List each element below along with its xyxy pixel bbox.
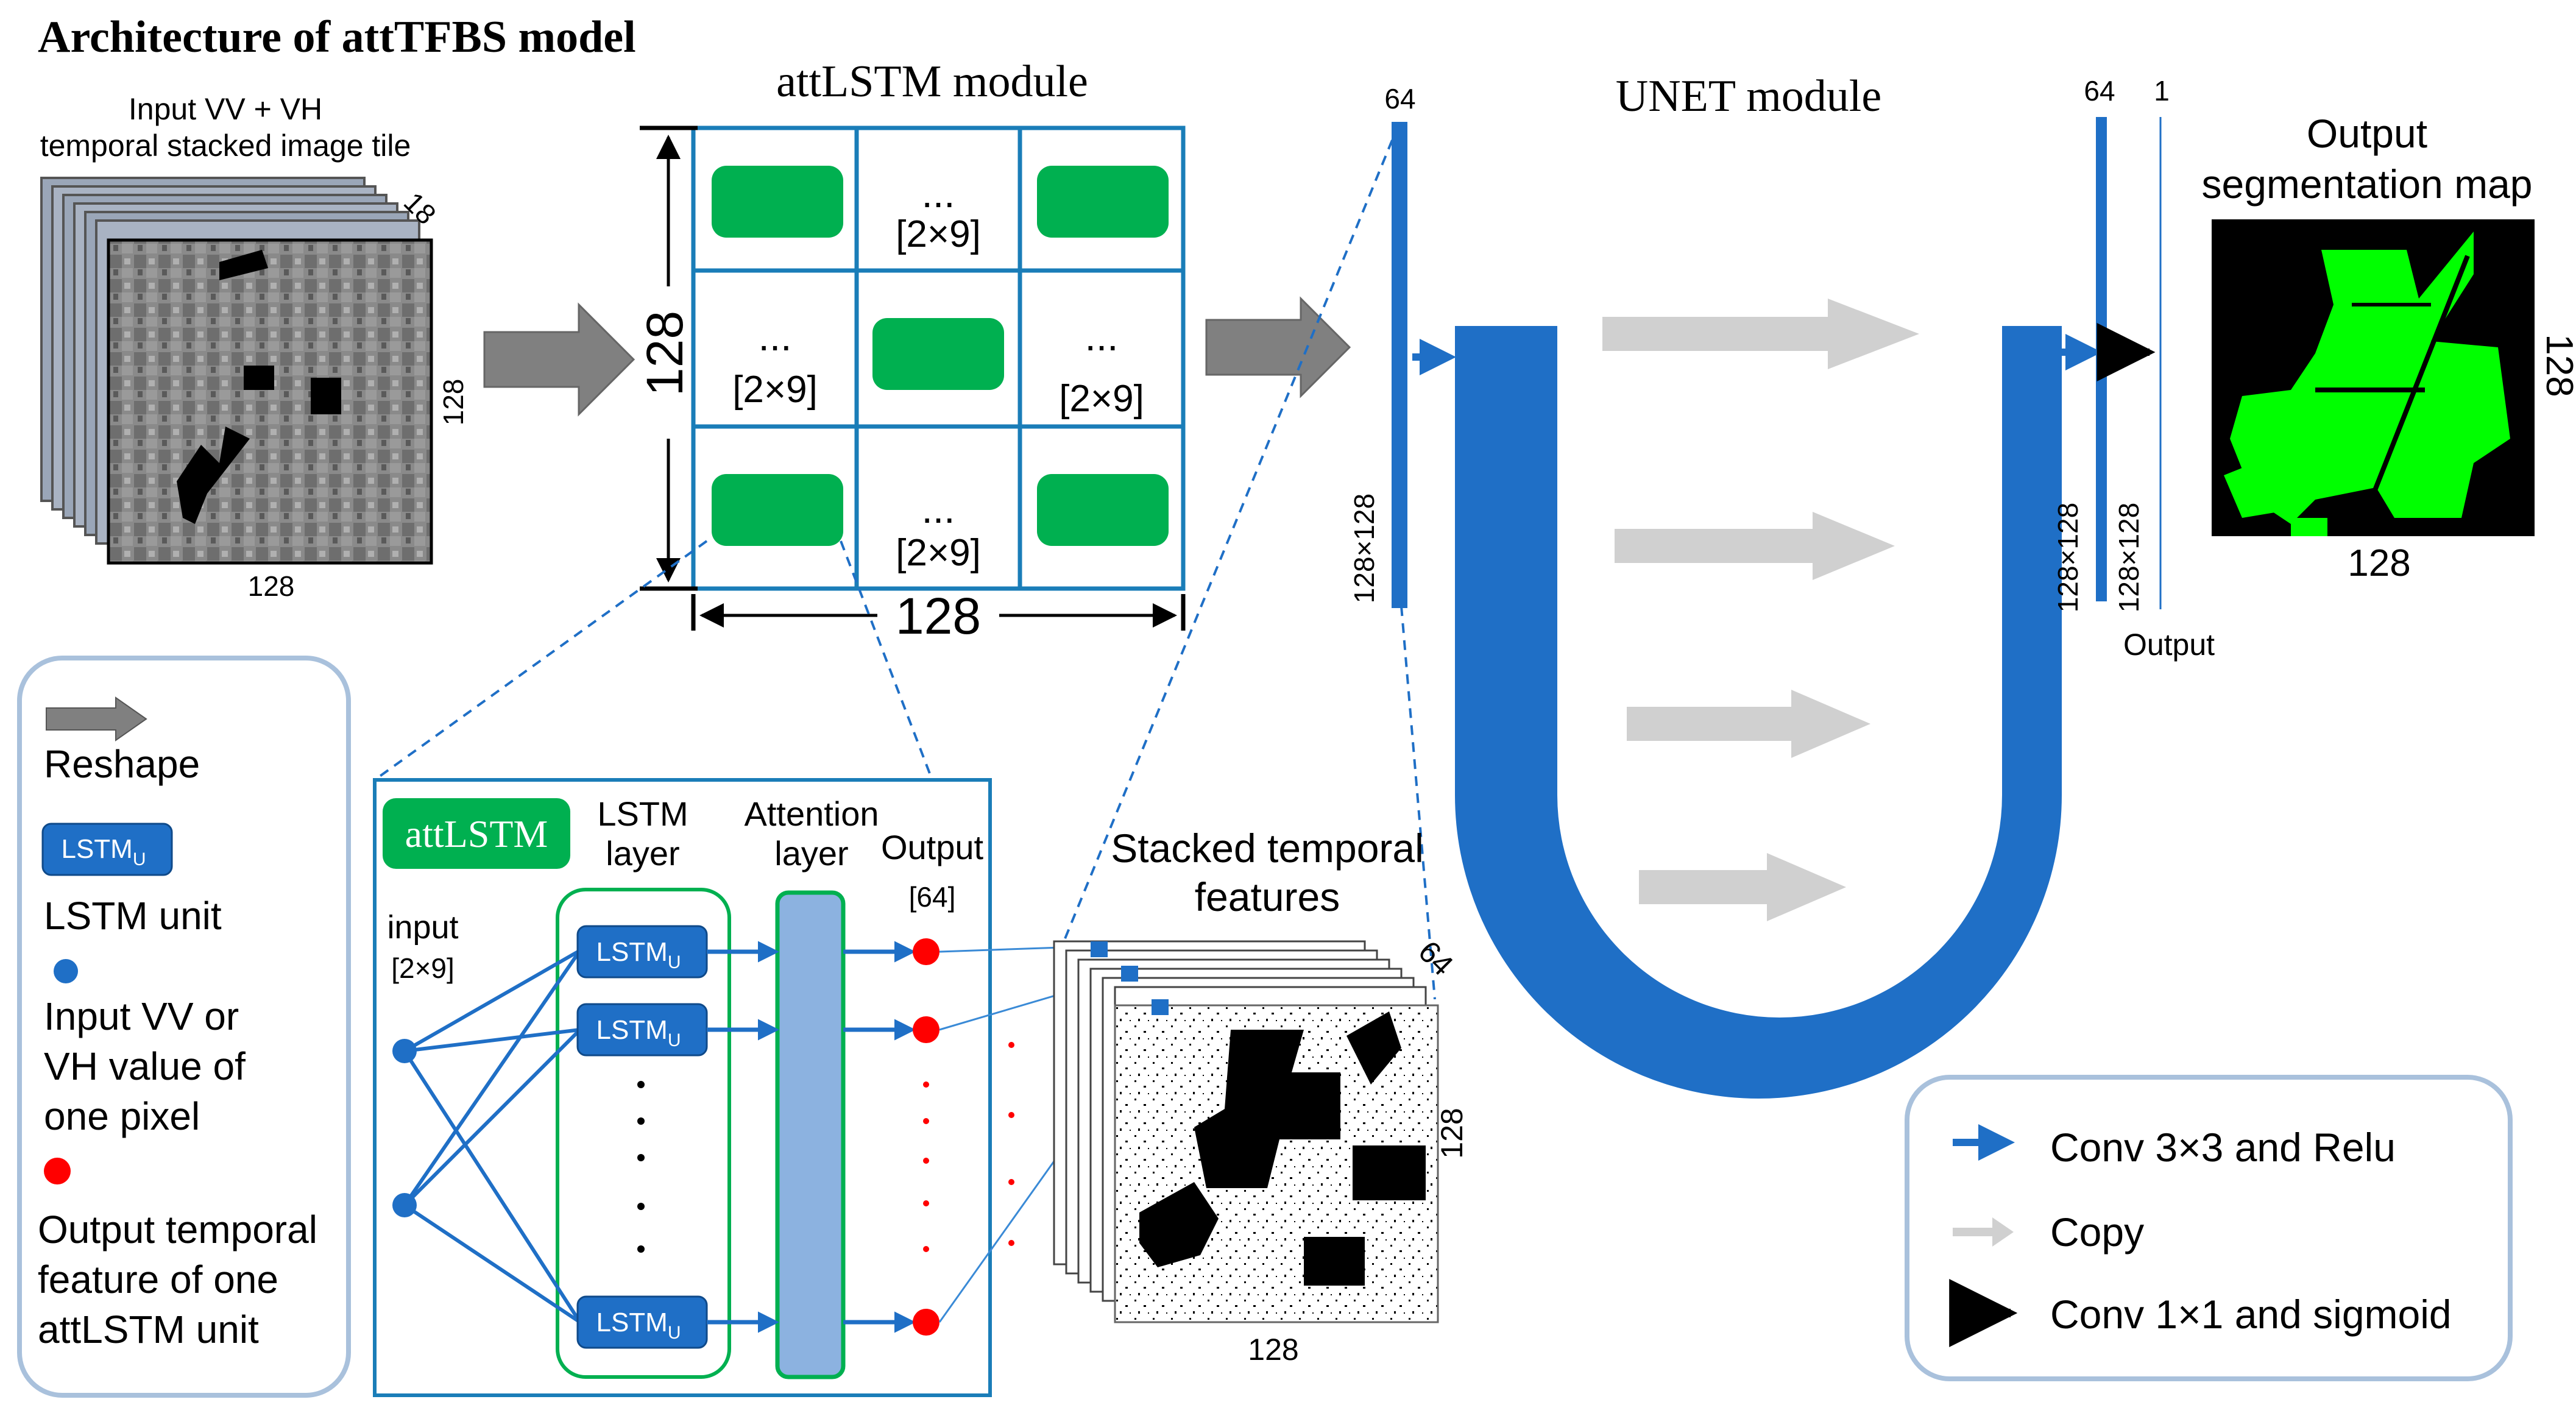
attlstm-cell-unit	[712, 166, 843, 238]
output-map-side-label: 128	[2538, 334, 2576, 397]
grid-cell-label: [2×9]	[1059, 378, 1144, 420]
detail-output-dim: [64]	[909, 881, 956, 913]
legend-conv3-label: Conv 3×3 and Relu	[2050, 1125, 2396, 1170]
legend-input-value-line1: Input VV or	[44, 994, 239, 1038]
lstm-ellipsis	[637, 1081, 645, 1253]
stacked-features-depth: 64	[1412, 934, 1460, 982]
unet-module-title: UNET module	[1616, 71, 1881, 121]
legend-reshape-arrow	[46, 696, 147, 742]
grid-height-dimension	[640, 126, 698, 591]
grid-dots: ...	[921, 171, 955, 216]
lstm-layer-label-line1: LSTM	[597, 795, 688, 833]
attention-layer-bar	[775, 890, 846, 1379]
input-tile-bottom-label: 128	[248, 570, 295, 602]
unet-out-channels-a: 64	[2084, 75, 2115, 107]
attlstm-badge	[383, 798, 570, 869]
output-segmentation-map	[2212, 219, 2535, 536]
legend-copy-label: Copy	[2050, 1209, 2144, 1255]
grid-dots: ...	[758, 314, 791, 359]
output-map-bottom-label: 128	[2348, 542, 2410, 584]
svg-text:LSTMU: LSTMU	[596, 937, 681, 972]
legend-copy-arrow	[1953, 1217, 2014, 1247]
lstm-unit: LSTMU	[576, 1295, 708, 1349]
stacked-features-stack	[1053, 940, 1439, 1323]
attlstm-grid	[691, 126, 1186, 591]
stacked-features-title-line1: Stacked temporal	[1111, 826, 1424, 871]
grid-cell-label: [2×9]	[896, 532, 981, 574]
detail-input-label: input	[387, 909, 458, 946]
grid-dots: ...	[921, 486, 955, 531]
lstm-unit: LSTMU	[576, 925, 708, 979]
output-node	[913, 938, 939, 965]
grid-cell-label: [2×9]	[896, 213, 981, 255]
reshape-arrow-2	[1205, 296, 1351, 398]
grid-cell-label: [2×9]	[732, 369, 818, 411]
unet-out-size-a: 128×128	[2052, 503, 2084, 612]
lstm-unit: LSTMU	[576, 1003, 708, 1057]
detail-output-label: Output	[881, 828, 984, 866]
legend-lstm-unit-icon: LSTMU	[41, 823, 173, 876]
attlstm-cell-unit	[1037, 166, 1169, 238]
unet-output-label: Output	[2123, 628, 2215, 662]
input-caption-line2: temporal stacked image tile	[40, 129, 411, 163]
attention-layer-label-line1: Attention	[744, 795, 879, 833]
attlstm-badge-label: attLSTM	[405, 812, 548, 855]
grid-height-label: 128	[636, 311, 693, 396]
output-map-title-line2: segmentation map	[2202, 161, 2533, 207]
attlstm-cell-unit	[1037, 474, 1169, 546]
legend-input-value-line2: VH value of	[44, 1044, 246, 1088]
legend-output-feature-line2: feature of one	[38, 1258, 278, 1301]
output-node	[913, 1016, 939, 1043]
grid-width-label: 128	[896, 587, 981, 645]
zoom-dashed-lines	[373, 140, 1436, 1000]
legend-input-value-line3: one pixel	[44, 1094, 200, 1138]
stacked-features-title-line2: features	[1195, 874, 1340, 919]
attlstm-detail-panel	[373, 778, 992, 1397]
attlstm-module-title: attLSTM module	[776, 57, 1088, 107]
unet-out-channels-b: 1	[2154, 75, 2170, 107]
svg-text:LSTMU: LSTMU	[61, 834, 146, 869]
unet-out-size-b: 128×128	[2113, 503, 2145, 612]
legend-output-feature-line1: Output temporal	[38, 1208, 317, 1251]
output-node	[913, 1309, 939, 1336]
grid-dots: ...	[1085, 314, 1118, 359]
legend-input-node-icon	[54, 959, 78, 983]
input-caption-line1: Input VV + VH	[129, 92, 322, 126]
attlstm-cell-unit	[712, 474, 843, 546]
lstm-layer-outline	[556, 888, 731, 1379]
output-ellipsis	[923, 1042, 1014, 1252]
legend-reshape-label: Reshape	[44, 742, 200, 786]
diagram-title: Architecture of attTFBS model	[38, 12, 636, 62]
unet-output-feature-bar	[2096, 117, 2107, 601]
legend-output-node-icon	[44, 1158, 71, 1184]
svg-text:LSTMU: LSTMU	[596, 1015, 681, 1050]
unet-u-shape	[1455, 326, 2062, 1099]
right-legend-panel	[1905, 1075, 2513, 1381]
grid-width-dimension	[691, 594, 1186, 631]
lstm-layer-label-line2: layer	[606, 834, 679, 873]
detail-input-dim: [2×9]	[391, 952, 455, 984]
stacked-features-side-label: 128	[1435, 1108, 1469, 1158]
unet-copy-arrows	[1602, 299, 1919, 921]
attlstm-cell-unit	[872, 318, 1004, 390]
attention-layer-label-line2: layer	[774, 834, 848, 873]
detail-flow-arrows	[707, 941, 916, 1333]
legend-output-feature-line3: attLSTM unit	[38, 1308, 259, 1351]
input-connections	[403, 949, 582, 1324]
input-tile-side-label: 128	[437, 379, 469, 426]
reshape-arrow-1	[483, 302, 635, 417]
legend-conv1-label: Conv 1×1 and sigmoid	[2050, 1292, 2452, 1337]
input-node	[392, 1039, 417, 1063]
stacked-features-bottom-label: 128	[1248, 1333, 1298, 1367]
svg-text:LSTMU: LSTMU	[596, 1308, 681, 1343]
output-map-title-line1: Output	[2307, 111, 2427, 156]
unet-input-size: 128×128	[1348, 494, 1380, 603]
unet-input-feature-bar	[1392, 122, 1407, 608]
input-node	[392, 1193, 417, 1217]
unet-input-channels: 64	[1384, 83, 1415, 115]
legend-lstm-unit-label: LSTM unit	[44, 894, 222, 938]
input-tile-stack	[40, 177, 433, 565]
